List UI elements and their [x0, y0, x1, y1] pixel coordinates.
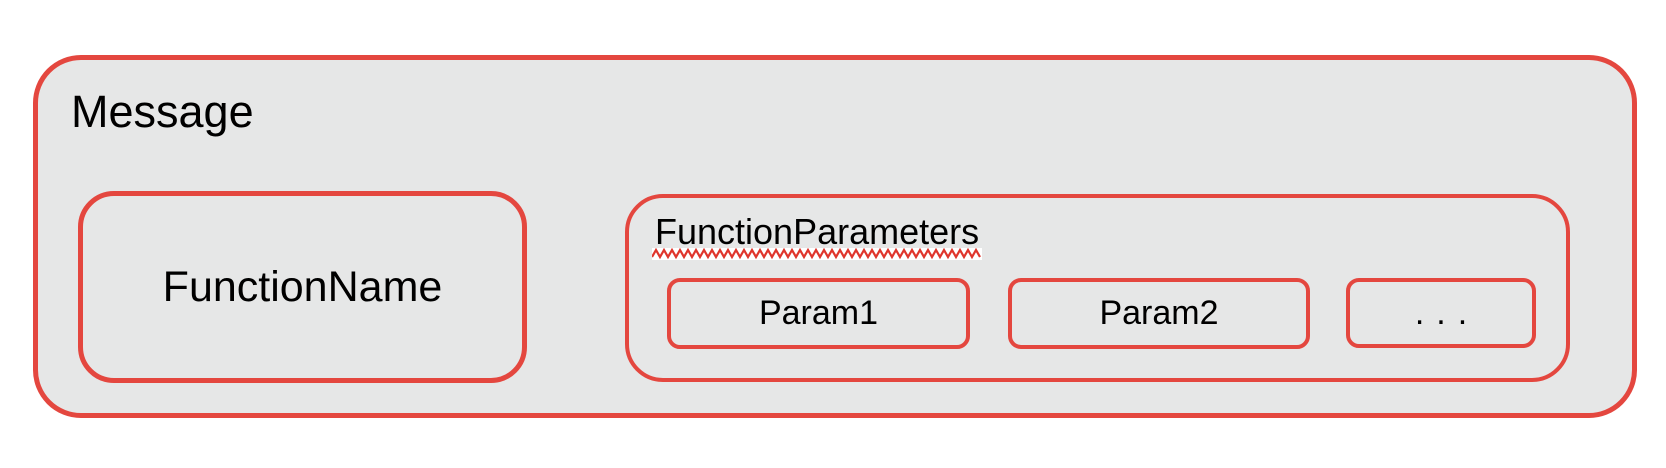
function-parameters-label: FunctionParameters	[655, 211, 980, 252]
param2-box: Param2	[1008, 278, 1310, 349]
message-label: Message	[71, 86, 254, 137]
param-ellipsis-box: ...	[1346, 278, 1536, 348]
param1-box: Param1	[667, 278, 970, 349]
param1-label: Param1	[758, 294, 879, 332]
param-ellipsis-label: ...	[1414, 293, 1480, 332]
param2-label: Param2	[1099, 294, 1219, 332]
spellcheck-squiggle-path	[652, 248, 981, 260]
function-name-label: FunctionName	[162, 262, 443, 311]
message-box: Message FunctionName FunctionParameters …	[33, 55, 1637, 418]
function-parameters-box: FunctionParameters Param1 Param2 ...	[625, 194, 1570, 382]
function-name-box: FunctionName	[78, 191, 527, 383]
spellcheck-squiggle-icon	[652, 248, 982, 260]
